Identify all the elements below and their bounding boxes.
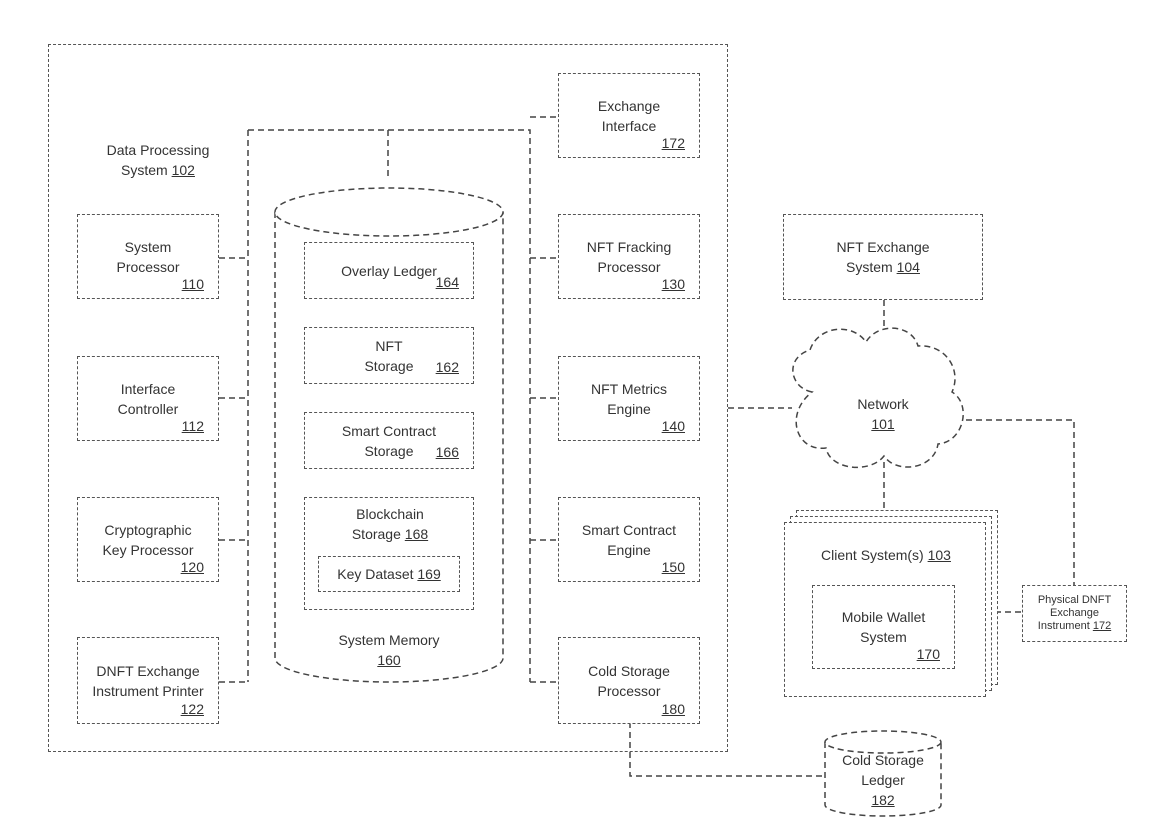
nft-metrics-engine-ref: 140 xyxy=(662,416,685,436)
interface-controller-ref: 112 xyxy=(182,416,204,436)
blockchain-storage-label: Blockchain Storage 168 xyxy=(305,504,475,544)
dnft-printer-ref: 122 xyxy=(181,699,204,719)
system-processor-ref: 110 xyxy=(182,274,204,294)
physical-dnft-exchange-instrument-box: Physical DNFT Exchange Instrument 172 xyxy=(1022,585,1127,642)
data-processing-system-label: Data Processing System 102 xyxy=(88,140,228,180)
nft-exchange-system-box: NFT Exchange System 104 xyxy=(783,214,983,300)
cold-storage-ledger-label: Cold Storage Ledger 182 xyxy=(828,750,938,810)
nft-fracking-processor-ref: 130 xyxy=(662,274,685,294)
nft-fracking-processor-box: NFT Fracking Processor 130 xyxy=(558,214,700,299)
network-label: Network 101 xyxy=(830,394,936,434)
cold-storage-processor-ref: 180 xyxy=(662,699,685,719)
smart-contract-storage-ref: 166 xyxy=(436,442,459,462)
smart-contract-storage-box: Smart Contract Storage 166 xyxy=(304,412,474,469)
exchange-interface-box: Exchange Interface 172 xyxy=(558,73,700,158)
mobile-wallet-system-box: Mobile Wallet System 170 xyxy=(812,585,955,669)
nft-storage-ref: 162 xyxy=(436,357,459,377)
exchange-interface-ref: 172 xyxy=(662,133,685,153)
system-memory-label: System Memory 160 xyxy=(315,630,463,670)
interface-controller-box: Interface Controller 112 xyxy=(77,356,219,441)
system-processor-box: System Processor 110 xyxy=(77,214,219,299)
cold-storage-processor-box: Cold Storage Processor 180 xyxy=(558,637,700,724)
key-dataset-box: Key Dataset 169 xyxy=(318,556,460,592)
mobile-wallet-ref: 170 xyxy=(917,644,940,664)
dnft-exchange-instrument-printer-box: DNFT Exchange Instrument Printer 122 xyxy=(77,637,219,724)
client-systems-box: Client System(s) 103 Mobile Wallet Syste… xyxy=(784,522,986,697)
client-systems-label: Client System(s) 103 xyxy=(785,545,987,565)
nft-metrics-engine-box: NFT Metrics Engine 140 xyxy=(558,356,700,441)
blockchain-storage-box: Blockchain Storage 168 Key Dataset 169 xyxy=(304,497,474,610)
overlay-ledger-ref: 164 xyxy=(436,272,459,292)
cryptographic-key-processor-ref: 120 xyxy=(181,557,204,577)
nft-storage-box: NFT Storage 162 xyxy=(304,327,474,384)
smart-contract-engine-box: Smart Contract Engine 150 xyxy=(558,497,700,582)
cryptographic-key-processor-box: Cryptographic Key Processor 120 xyxy=(77,497,219,582)
smart-contract-engine-ref: 150 xyxy=(662,557,685,577)
overlay-ledger-box: Overlay Ledger 164 xyxy=(304,242,474,299)
